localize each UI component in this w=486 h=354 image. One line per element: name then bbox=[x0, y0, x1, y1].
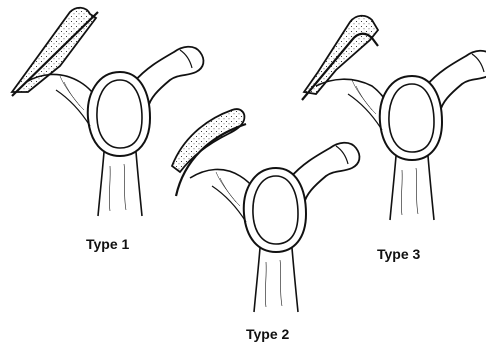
type1-acromion bbox=[12, 8, 96, 92]
type1-acromion-undersurface-line bbox=[12, 12, 98, 96]
label-type2: Type 2 bbox=[246, 326, 289, 342]
type2-acromion bbox=[172, 109, 244, 172]
type2-scapula bbox=[172, 109, 359, 312]
label-type1: Type 1 bbox=[86, 236, 129, 252]
label-type3: Type 3 bbox=[377, 246, 420, 262]
type1-scapula bbox=[12, 8, 203, 216]
type3-scapula bbox=[302, 16, 486, 220]
